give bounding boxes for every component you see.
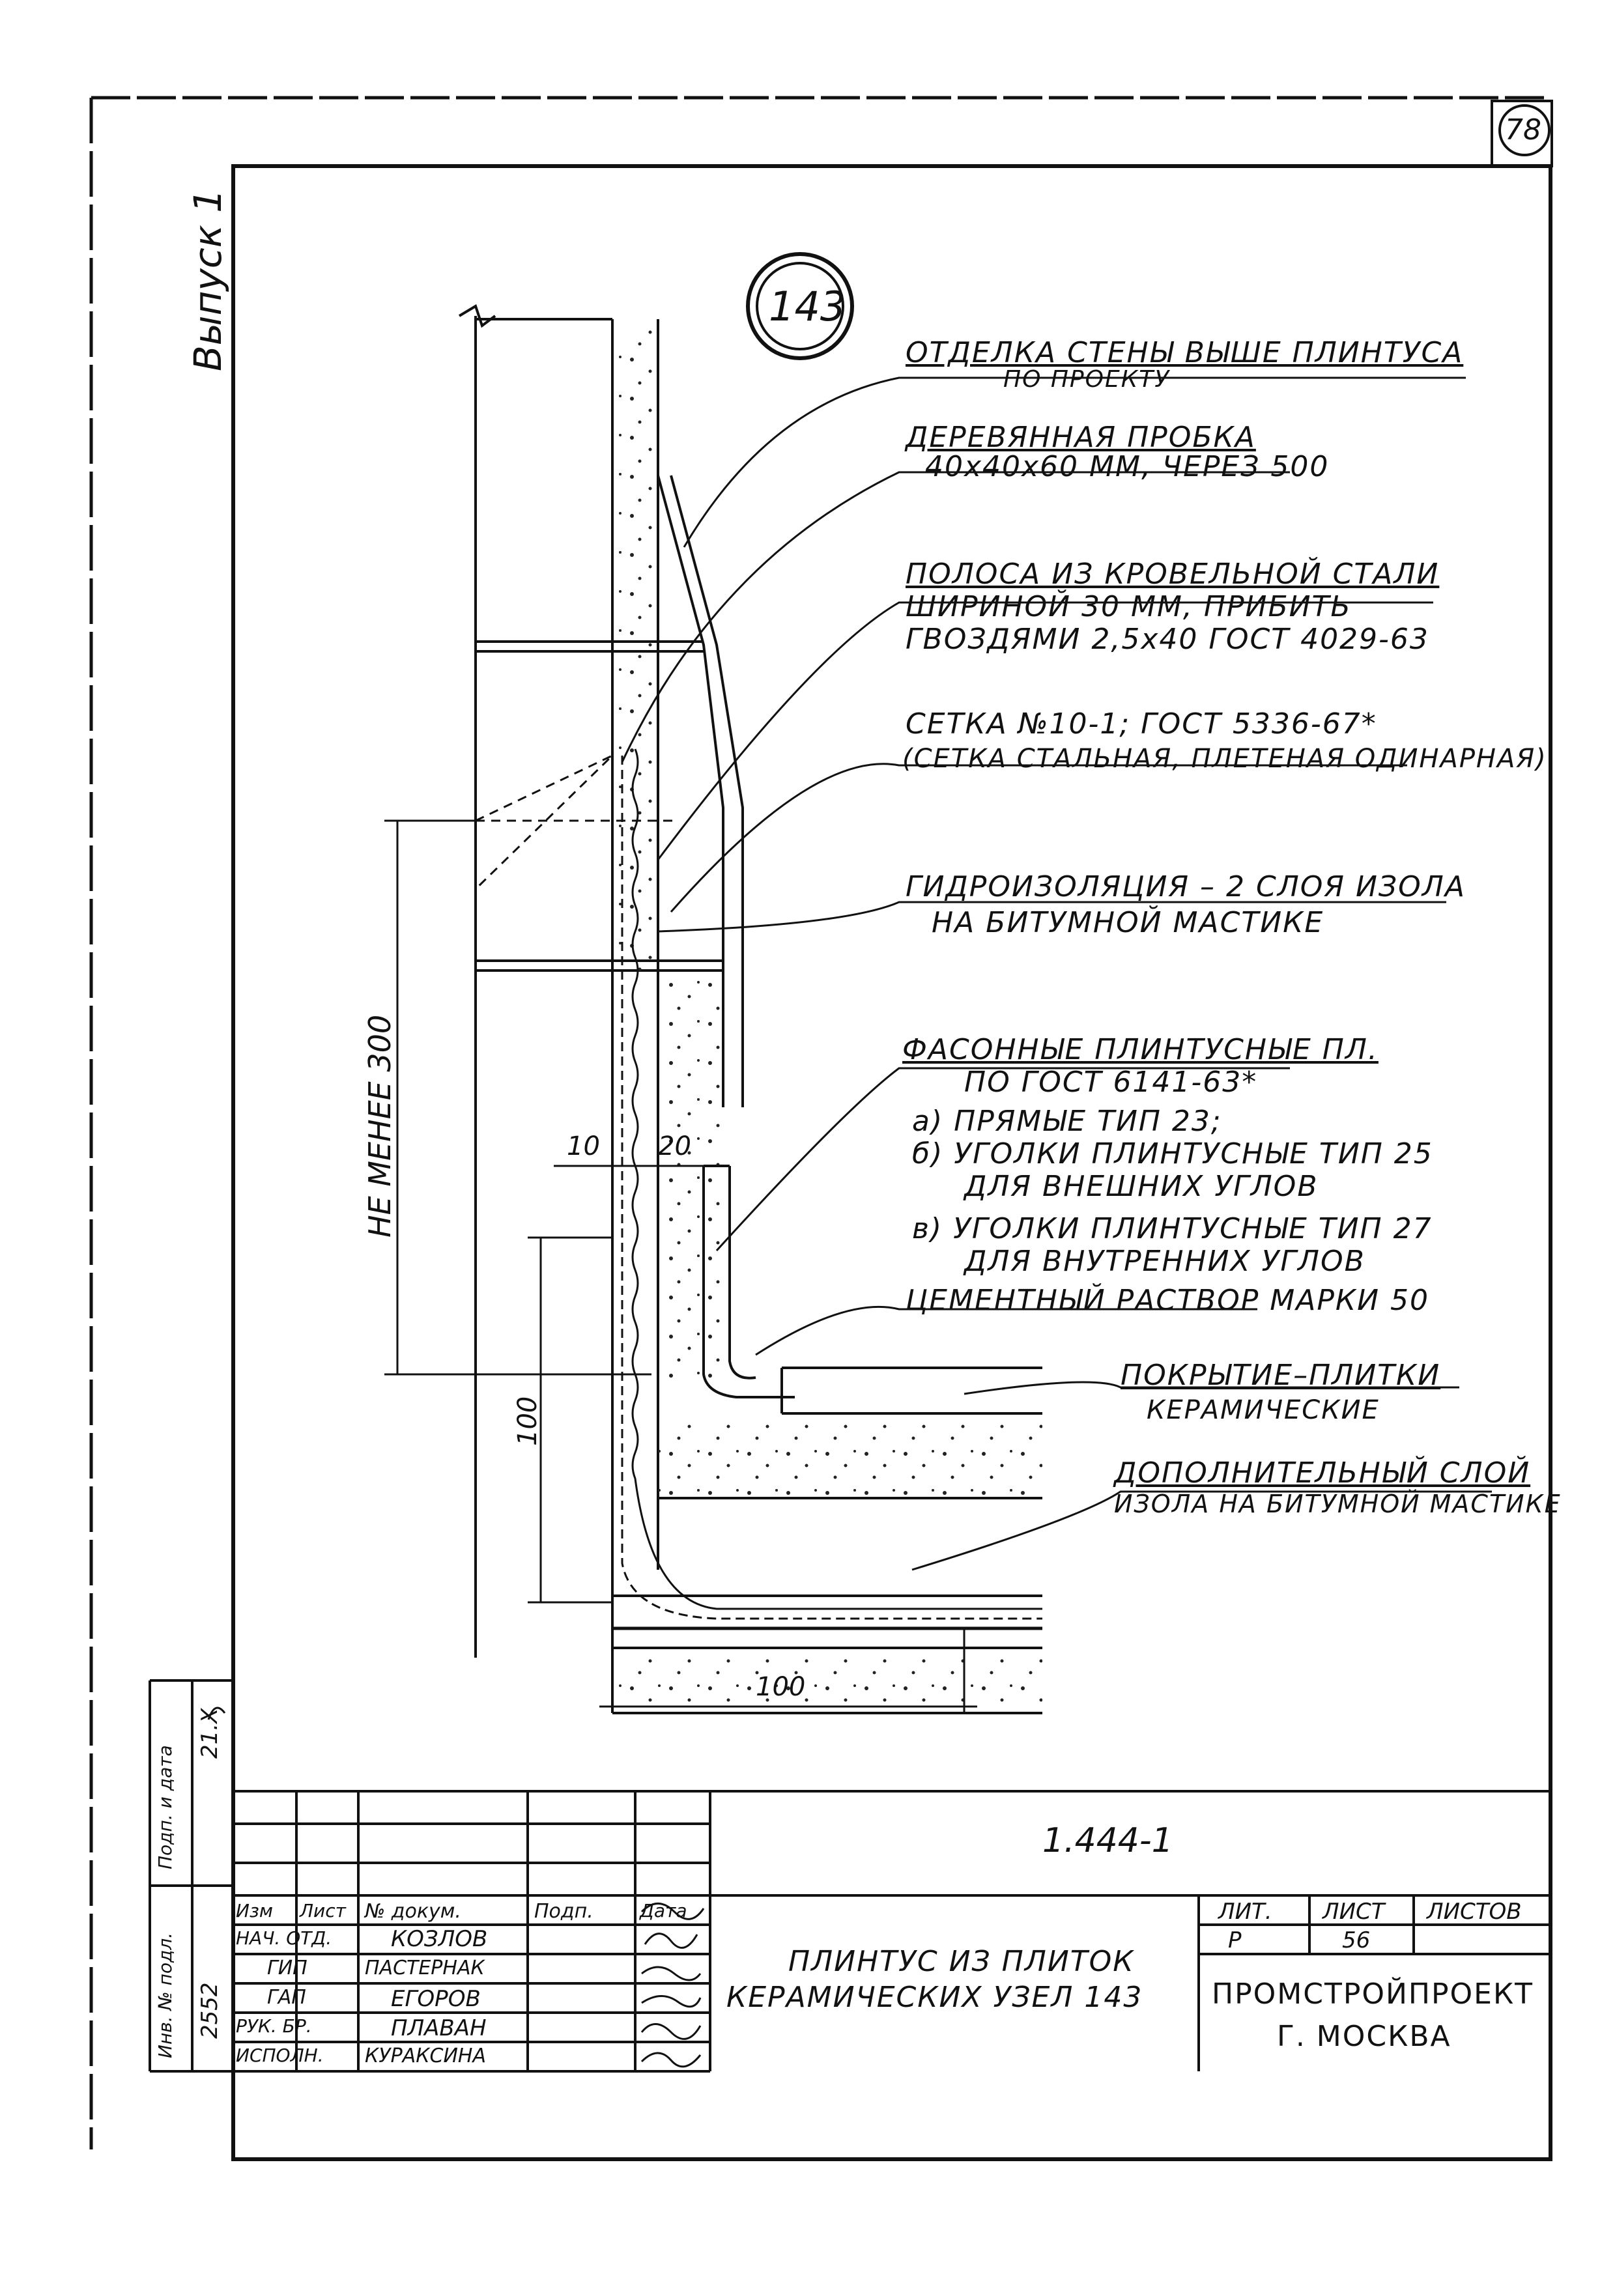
label-extra: ДОПОЛНИТЕЛЬНЫЙ СЛОЙ — [1114, 1456, 1531, 1490]
dim-10: 10 — [567, 1131, 600, 1161]
wooden-plug — [474, 754, 678, 890]
label-finish: ОТДЕЛКА СТЕНЫ ВЫШЕ ПЛИНТУСА — [906, 336, 1464, 369]
node-circle — [746, 252, 854, 360]
stamp-inv-label: Инв. № подл. — [154, 1932, 176, 2058]
mortar-fill — [661, 977, 723, 1381]
series-label: Выпуск 1 — [186, 188, 230, 371]
screed-fill — [658, 1420, 1042, 1498]
label-cover: ПОКРЫТИЕ–ПЛИТКИ — [1121, 1359, 1441, 1392]
wall-section — [458, 304, 1042, 1714]
name-head: КОЗЛОВ — [391, 1926, 488, 1952]
label-mesh-sub: (СЕТКА СТАЛЬНАЯ, ПЛЕТЕНАЯ ОДИНАРНАЯ) — [902, 744, 1547, 774]
stamp-sign-label: Подп. и дата — [154, 1745, 176, 1869]
sheet-label: ЛИСТ — [1322, 1899, 1385, 1925]
org-city: Г. МОСКВА — [1277, 2020, 1451, 2053]
role-isp: ИСПОЛН. — [236, 2045, 324, 2066]
title-block-grid — [149, 1679, 1551, 2073]
name-ruk: ПЛАВАН — [391, 2015, 487, 2041]
label-mortar: ЦЕМЕНТНЫЙ РАСТВОР МАРКИ 50 — [906, 1284, 1429, 1317]
outer-frame — [89, 96, 1551, 2149]
label-extra-sub: ИЗОЛА НА БИТУМНОЙ МАСТИКЕ — [1114, 1490, 1562, 1518]
plaster-fill — [616, 326, 655, 977]
node-number: 143 — [769, 283, 846, 330]
dim-min-height: НЕ МЕНЕЕ 300 — [362, 1014, 397, 1238]
org-name: ПРОМСТРОЙПРОЕКТ — [1212, 1977, 1534, 2011]
sheet-value: 56 — [1342, 1927, 1371, 1953]
sheets-label: ЛИСТОВ — [1427, 1899, 1522, 1925]
lit-value: Р — [1228, 1927, 1242, 1953]
label-plinth-c1: в) УГОЛКИ ПЛИНТУСНЫЕ ТИП 27 — [912, 1212, 1433, 1245]
label-plinth-c2: ДЛЯ ВНУТРЕННИХ УГЛОВ — [964, 1245, 1365, 1278]
label-strip-2: ШИРИНОЙ 30 ММ, ПРИБИТЬ — [906, 590, 1352, 623]
label-hydro-sub: НА БИТУМНОЙ МАСТИКЕ — [932, 906, 1324, 939]
base-fill — [616, 1651, 1042, 1710]
label-finish-sub: ПО ПРОЕКТУ — [1003, 366, 1171, 393]
waterproofing-line — [631, 748, 1042, 1610]
name-gap: ЕГОРОВ — [391, 1986, 481, 2012]
role-ruk: РУК. БР. — [236, 2015, 312, 2037]
lit-label: ЛИТ. — [1218, 1899, 1272, 1925]
label-plinth-b1: б) УГОЛКИ ПЛИНТУСНЫЕ ТИП 25 — [912, 1137, 1433, 1170]
label-plinth: ФАСОННЫЕ ПЛИНТУСНЫЕ ПЛ. — [902, 1033, 1379, 1066]
stamp-inv-no: 2552 — [197, 1982, 223, 2039]
drawing-title-1: ПЛИНТУС ИЗ ПЛИТОК — [788, 1945, 1135, 1978]
label-plinth-b2: ДЛЯ ВНЕШНИХ УГЛОВ — [964, 1170, 1319, 1203]
label-cover-sub: КЕРАМИЧЕСКИЕ — [1147, 1395, 1380, 1425]
name-isp: КУРАКСИНА — [365, 2045, 486, 2067]
stamp-date: 21.Х — [197, 1708, 223, 1759]
leader-lines — [621, 376, 1492, 1571]
role-head: НАЧ. ОТД. — [236, 1927, 332, 1949]
label-hydro: ГИДРОИЗОЛЯЦИЯ – 2 СЛОЯ ИЗОЛА — [906, 870, 1466, 903]
role-gap: ГАП — [267, 1986, 306, 2009]
doc-code: 1.444-1 — [1042, 1821, 1173, 1860]
label-mesh: СЕТКА №10-1; ГОСТ 5336-67* — [906, 707, 1377, 741]
dim-100-horizontal: 100 — [756, 1672, 806, 1702]
col-doc: № докум. — [365, 1900, 461, 1923]
label-strip: ПОЛОСА ИЗ КРОВЕЛЬНОЙ СТАЛИ — [906, 558, 1440, 591]
label-plug: ДЕРЕВЯННАЯ ПРОБКА — [906, 421, 1256, 454]
col-list: Лист — [300, 1900, 346, 1921]
dim-20: 20 — [658, 1131, 691, 1161]
name-gip: ПАСТЕРНАК — [365, 1957, 485, 1979]
label-plinth-gost: ПО ГОСТ 6141-63* — [964, 1066, 1258, 1099]
label-plinth-a: а) ПРЯМЫЕ ТИП 23; — [912, 1105, 1222, 1138]
page-number: 78 — [1505, 113, 1541, 147]
role-gip: ГИП — [267, 1957, 307, 1979]
label-strip-3: ГВОЗДЯМИ 2,5х40 ГОСТ 4029-63 — [906, 623, 1429, 656]
dimension-lines — [384, 819, 977, 1713]
col-sign: Подп. — [534, 1900, 593, 1923]
label-plug-sub: 40х40х60 ММ, ЧЕРЕЗ 500 — [925, 450, 1330, 483]
signatures — [207, 1707, 705, 2068]
dim-100-vertical: 100 — [513, 1396, 543, 1446]
col-date: Дата — [640, 1900, 687, 1921]
inner-frame — [231, 164, 1552, 2161]
col-izm: Изм — [236, 1900, 273, 1921]
drawing-title-2: КЕРАМИЧЕСКИХ УЗЕЛ 143 — [726, 1981, 1143, 2014]
